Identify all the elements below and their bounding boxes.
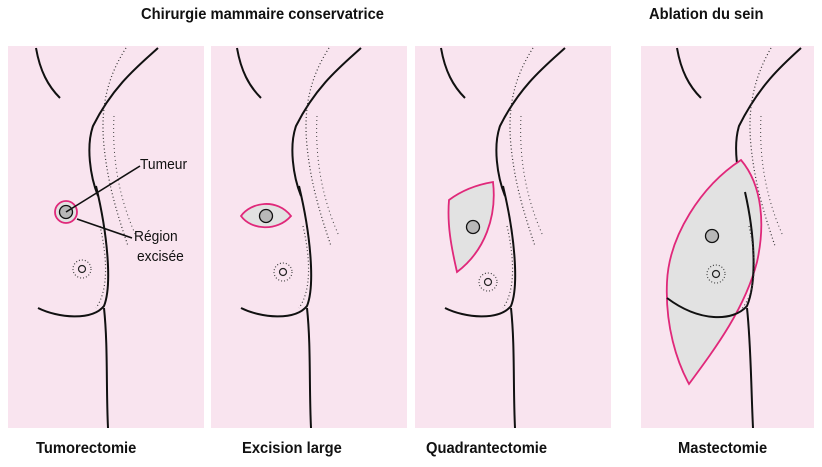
label-excised-region-line2: excisée bbox=[137, 247, 184, 267]
label-excised-region-line1: Région bbox=[134, 227, 178, 247]
tumor bbox=[60, 206, 73, 219]
panel-quadrantectomy bbox=[415, 46, 611, 428]
tumor bbox=[260, 210, 273, 223]
breast-illustration bbox=[415, 46, 611, 428]
tumor bbox=[467, 221, 480, 234]
caption-quadrantectomy: Quadrantectomie bbox=[426, 440, 547, 458]
breast-illustration bbox=[211, 46, 407, 428]
heading-conservative-surgery: Chirurgie mammaire conservatrice bbox=[141, 6, 384, 24]
panel-mastectomy bbox=[641, 46, 814, 428]
tumor bbox=[706, 230, 719, 243]
breast-illustration bbox=[641, 46, 814, 428]
heading-breast-removal: Ablation du sein bbox=[649, 6, 763, 24]
caption-wide-excision: Excision large bbox=[242, 440, 342, 458]
caption-tumorectomy: Tumorectomie bbox=[36, 440, 136, 458]
caption-mastectomy: Mastectomie bbox=[678, 440, 767, 458]
label-tumor: Tumeur bbox=[140, 155, 187, 175]
panel-wide-excision bbox=[211, 46, 407, 428]
